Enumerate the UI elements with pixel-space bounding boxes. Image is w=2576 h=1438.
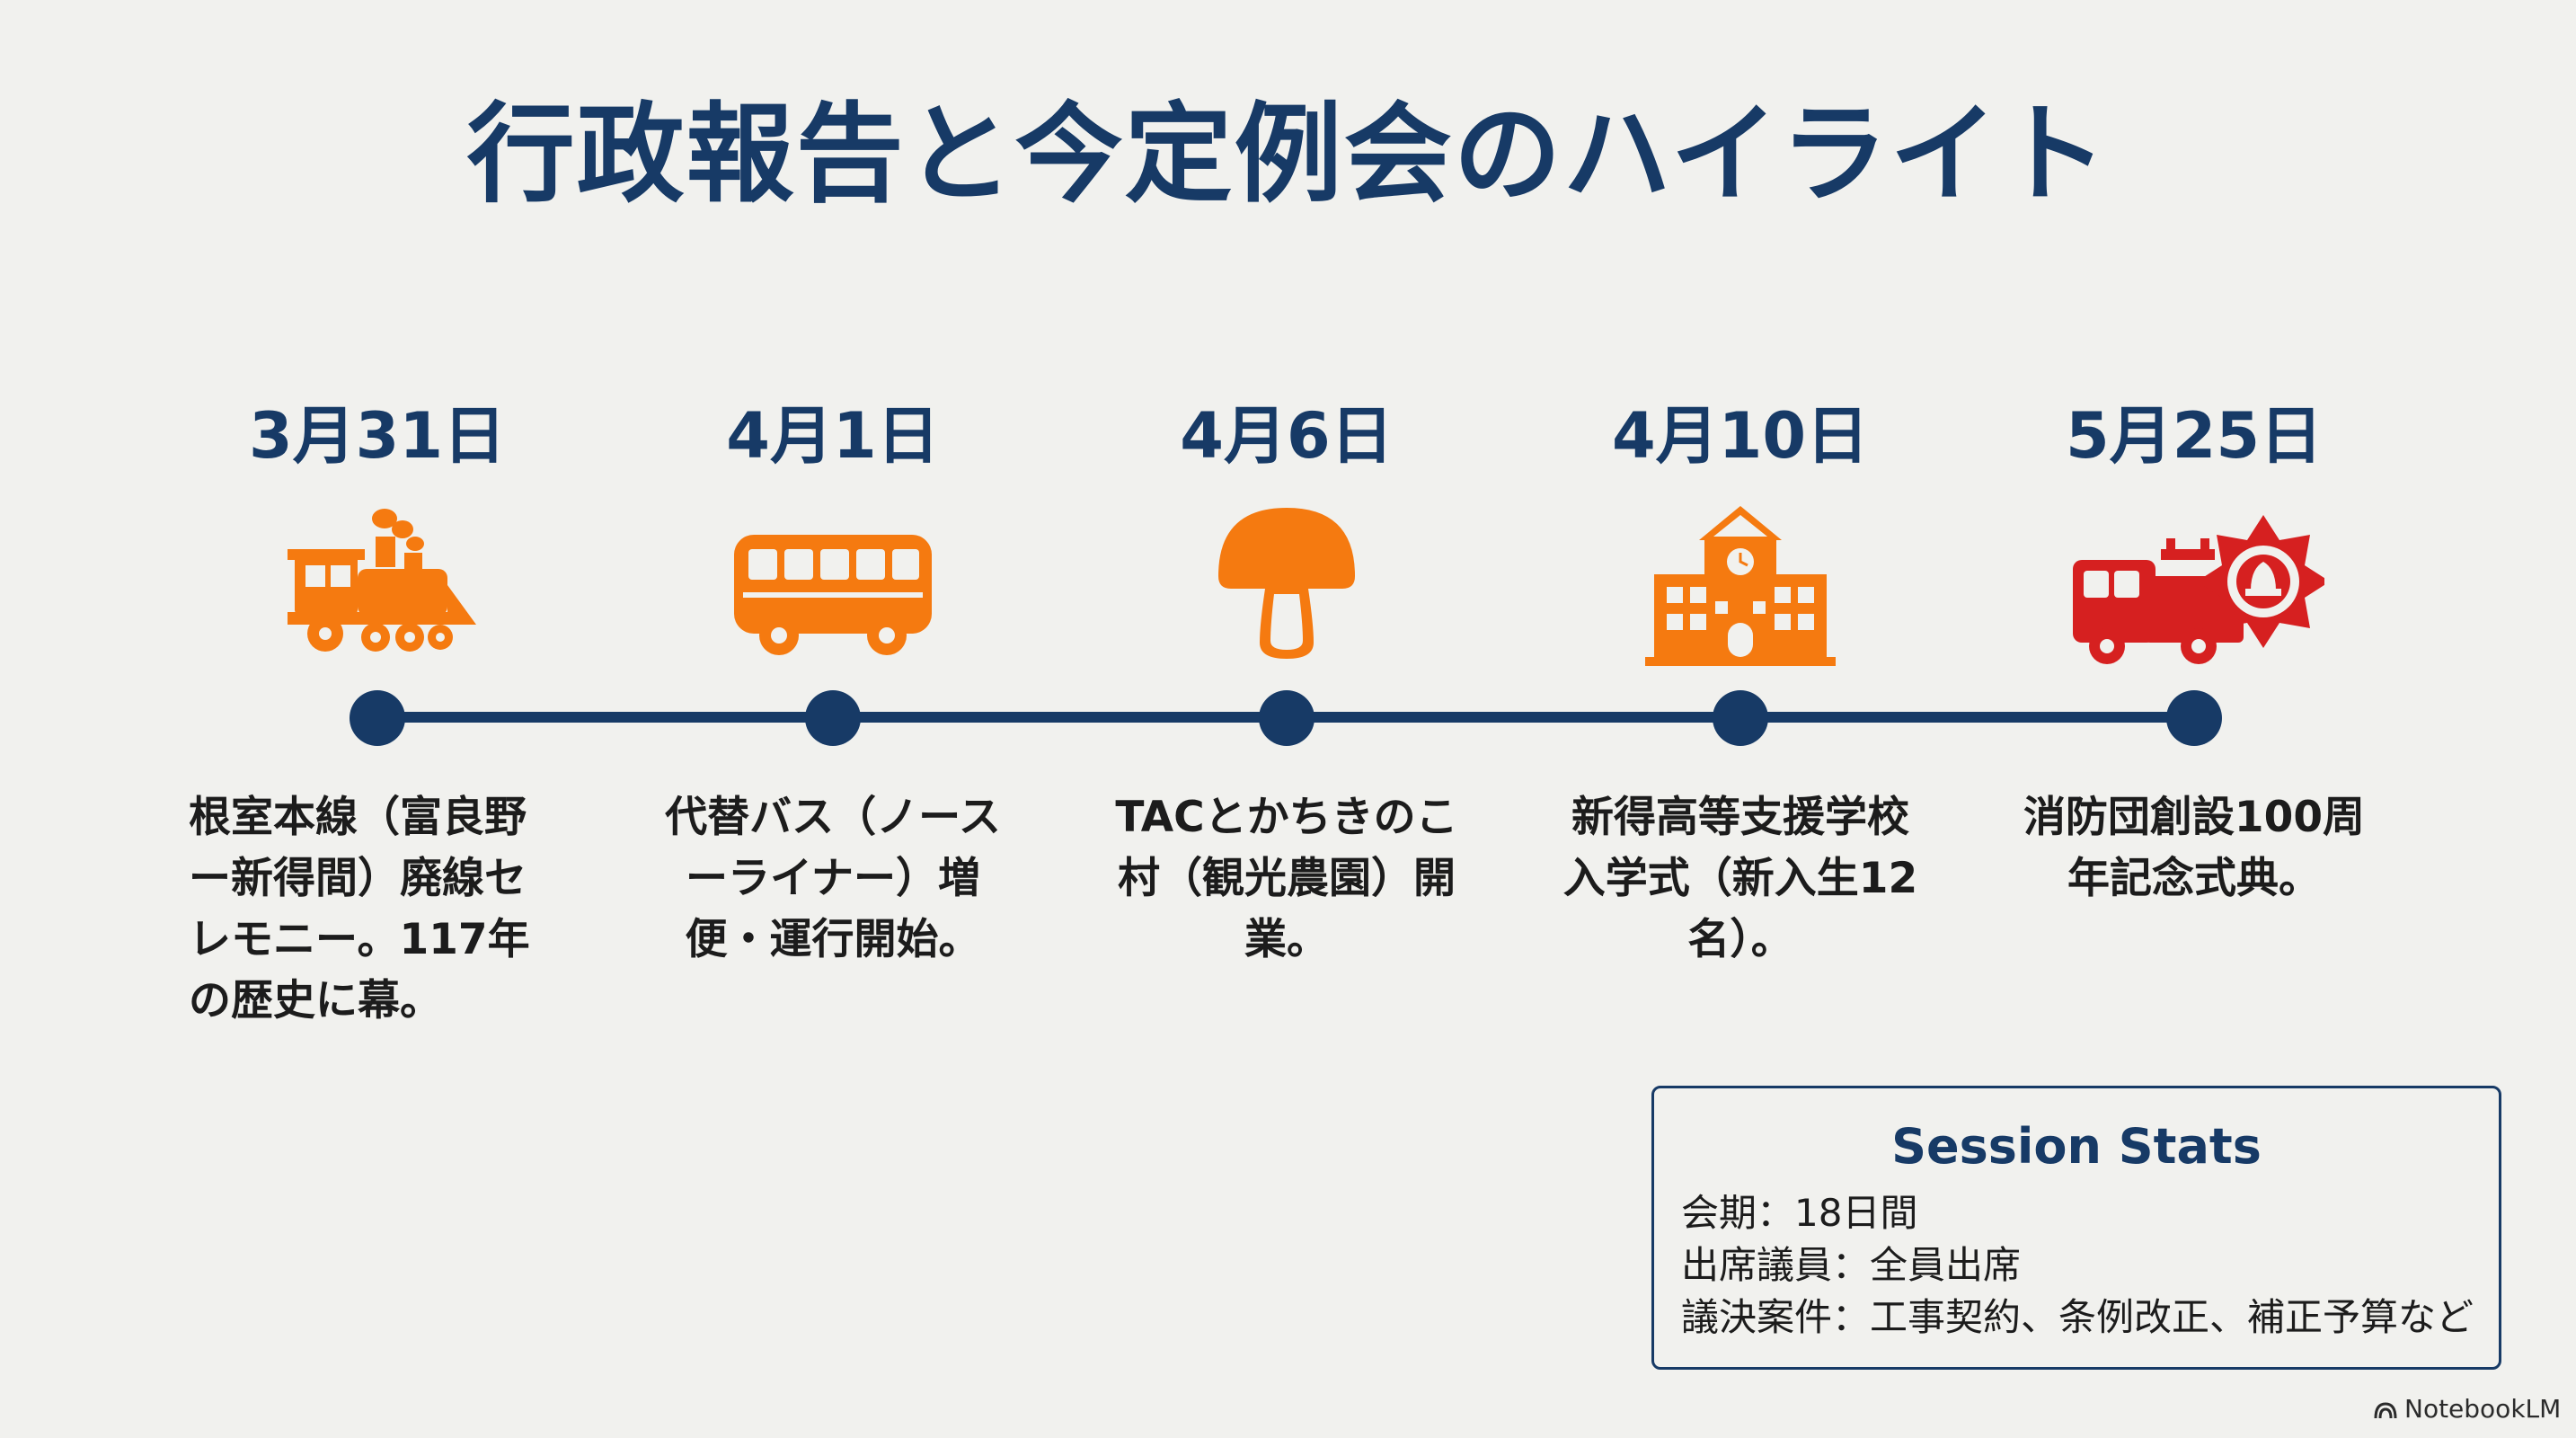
brand-label: NotebookLM xyxy=(2404,1394,2562,1424)
event-date-2: 4月1日 xyxy=(726,399,940,473)
train-icon xyxy=(270,499,485,670)
timeline-dot-2 xyxy=(805,690,861,746)
mushroom-icon xyxy=(1179,499,1394,670)
school-icon xyxy=(1633,499,1848,670)
session-stats-box: Session Stats 会期：18日間 出席議員：全員出席 議決案件：工事契… xyxy=(1651,1086,2501,1370)
event-date-3: 4月6日 xyxy=(1180,399,1394,473)
stats-line-attendance: 出席議員：全員出席 xyxy=(1681,1243,2022,1287)
event-description-1: 根室本線（富良野ー新得間）廃線セレモニー。117年の歴史に幕。 xyxy=(189,793,530,1025)
stats-line-session-length: 会期：18日間 xyxy=(1681,1191,1918,1235)
session-stats-title: Session Stats xyxy=(1891,1118,2262,1175)
timeline-dot-1 xyxy=(350,690,405,746)
timeline-dot-5 xyxy=(2166,690,2222,746)
event-description-2: 代替バス（ノースーライナー）増便・運行開始。 xyxy=(665,793,1001,964)
timeline-dot-3 xyxy=(1259,690,1315,746)
bus-icon xyxy=(725,499,941,670)
event-date-1: 3月31日 xyxy=(248,399,507,473)
stats-line-resolutions: 議決案件：工事契約、条例改正、補正予算など xyxy=(1681,1295,2474,1339)
brand-watermark: NotebookLM xyxy=(2372,1391,2561,1427)
notebooklm-logo-icon xyxy=(2374,1402,2397,1419)
event-description-3: TACとかちきのこ村（観光農園）開業。 xyxy=(1115,793,1458,964)
event-date-5: 5月25日 xyxy=(2065,399,2324,473)
timeline-dot-4 xyxy=(1713,690,1768,746)
fire-truck-icon xyxy=(2064,499,2324,670)
event-description-4: 新得高等支援学校入学式（新入生12名）。 xyxy=(1562,793,1918,964)
event-date-4: 4月10日 xyxy=(1611,399,1870,473)
event-description-5: 消防団創設100周年記念式典。 xyxy=(2023,793,2366,903)
page-title: 行政報告と今定例会のハイライト xyxy=(466,93,2110,217)
